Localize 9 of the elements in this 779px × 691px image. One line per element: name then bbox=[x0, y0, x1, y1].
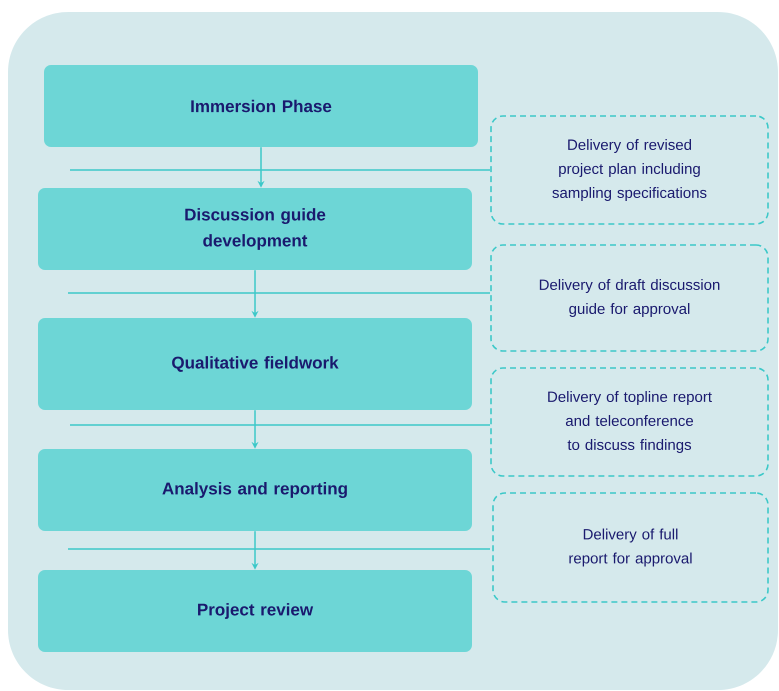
deliverable-box: Delivery of full report for approval bbox=[492, 492, 769, 603]
deliverable-box: Delivery of topline report and teleconference to discuss findings bbox=[490, 367, 769, 477]
phase-box: Analysis and reporting bbox=[38, 449, 472, 531]
phase-box: Project review bbox=[38, 570, 472, 652]
phase-box: Immersion Phase bbox=[44, 65, 478, 147]
phase-box: Discussion guide development bbox=[38, 188, 472, 270]
deliverable-box: Delivery of draft discussion guide for approval bbox=[490, 244, 769, 352]
phase-box: Qualitative fieldwork bbox=[38, 318, 472, 410]
deliverable-box: Delivery of revised project plan including sampling specifications bbox=[490, 115, 769, 225]
